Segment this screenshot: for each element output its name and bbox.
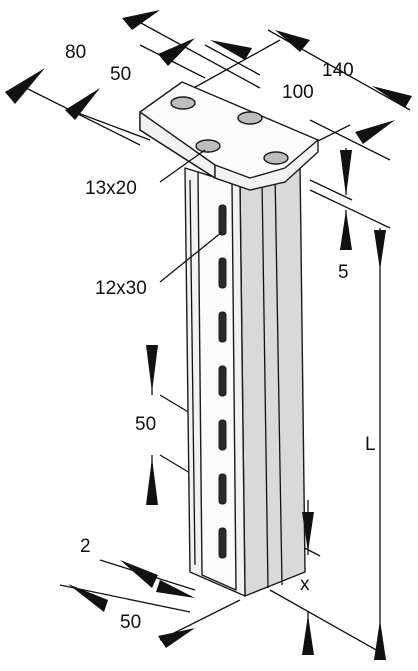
arrowheads [5,10,412,660]
label-100: 100 [282,82,314,103]
label-12x30: 12x30 [95,278,147,299]
column-right-face [239,161,306,597]
slot [218,204,227,236]
leaders [159,149,223,283]
slot [218,311,227,343]
label-13x20: 13x20 [85,178,137,199]
plate-hole [237,111,263,125]
label-50-top: 50 [110,64,131,85]
arrow-L-top [374,230,386,270]
arrow-2-right [156,580,195,598]
arrow-140-left [122,10,160,30]
arrow-50-left [158,38,195,66]
label-2: 2 [80,536,91,557]
arrow-100-left [355,120,395,144]
arrow-50-right [210,40,252,60]
arrow-x-top [302,512,314,552]
arrow-50b-right [158,628,195,648]
label-50-pitch: 50 [135,414,156,435]
arrow-80-right [65,88,100,120]
arrow-5-top [340,150,352,196]
bracket-part [139,81,319,597]
label-5: 5 [338,262,349,283]
label-80: 80 [65,42,86,63]
plate-hole [195,139,221,153]
column-slots [218,204,227,559]
label-x: x [300,574,310,595]
arrow-100-right [372,86,412,108]
label-L: L [365,434,376,455]
column-channel [197,171,237,591]
arrow-pitch-bottom [146,458,158,505]
label-50-bottom: 50 [120,612,141,633]
arrow-L-bottom [374,620,386,660]
top-plate-edge-front [214,139,319,191]
arrow-x-bottom [302,615,314,655]
arrow-140-right [275,30,310,52]
slot [218,473,227,505]
plate-hole [170,96,196,110]
arrow-pitch-top [146,345,158,392]
arrow-50b-left [68,584,108,612]
label-140: 140 [322,60,354,81]
slot [218,527,227,559]
dimension-labels: 80 50 140 100 13x20 5 12x30 50 L 2 x 50 [65,42,376,633]
plate-hole [263,151,289,165]
arrow-2-left [120,560,158,588]
arrow-5-bottom [340,210,352,250]
slot [218,257,227,289]
slot [218,365,227,397]
arrow-80-left [5,68,45,104]
slot [218,419,227,451]
